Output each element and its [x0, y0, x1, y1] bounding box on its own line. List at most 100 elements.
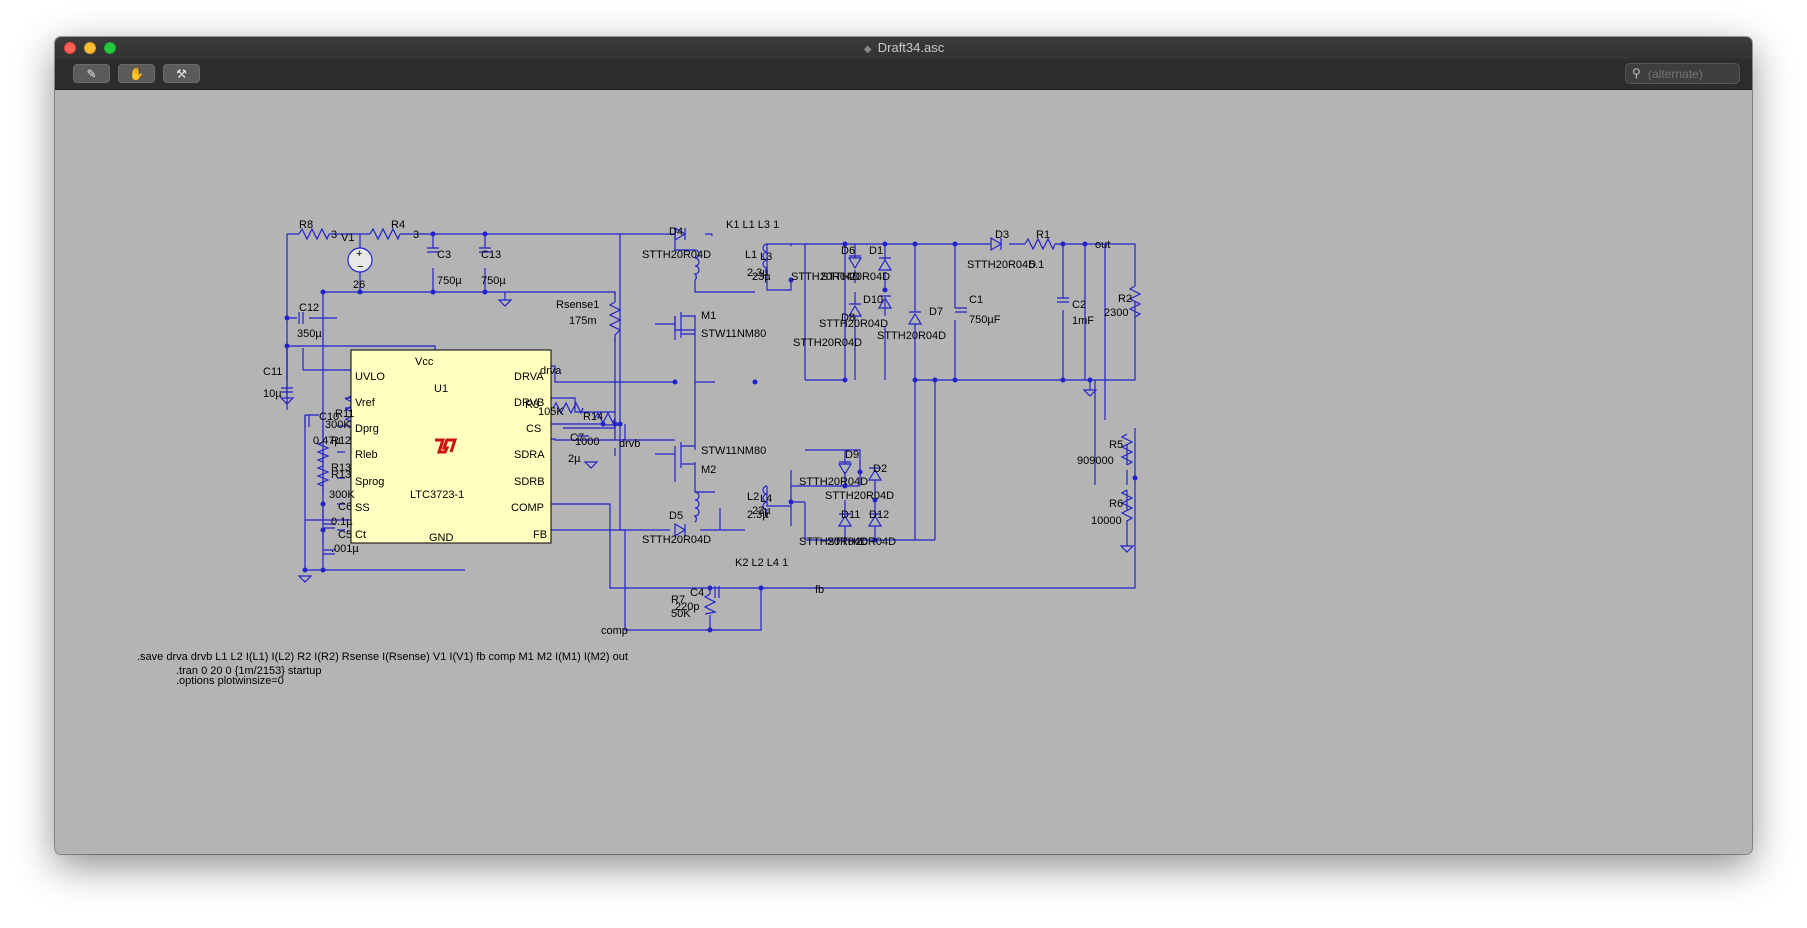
ref-r12: R12	[331, 435, 351, 447]
component-labels: R8 3 R4 3 V1 26 C3 750µ C13 750µ C12 350…	[263, 219, 1132, 620]
ic-pin-label: Dprg	[355, 423, 379, 435]
ic-u1[interactable]: Vcc UVLO DRVA DRVB Vref Dprg CS Rleb SDR…	[350, 349, 552, 544]
ref-c2: C2	[1072, 299, 1086, 311]
ref-c11: C11	[263, 366, 282, 378]
hammer-button[interactable]: ⚒	[163, 64, 200, 83]
val-r4: 3	[413, 229, 419, 241]
ic-pin-label: SS	[355, 502, 370, 514]
ref-d3: D3	[995, 229, 1009, 241]
val-r3: 105K	[538, 406, 564, 418]
val-r1: 5.1	[1029, 259, 1044, 271]
close-window-button[interactable]	[64, 42, 76, 54]
spice-directives[interactable]: .save drva drvb L1 L2 I(L1) I(L2) R2 I(R…	[137, 651, 628, 687]
ref-r5: R5	[1109, 439, 1123, 451]
val-l2: 2.3µ	[747, 509, 769, 521]
ground-symbols	[279, 299, 1135, 583]
coupling-k2: K2 L2 L4 1	[735, 557, 788, 569]
ref-r14: R14	[583, 411, 603, 423]
directive-save[interactable]: .save drva drvb L1 L2 I(L1) I(L2) R2 I(R…	[137, 651, 628, 663]
ref-l1: L1	[745, 249, 757, 261]
ref-c5: C5	[338, 529, 352, 541]
net-comp: comp	[601, 625, 628, 637]
inductor-symbols	[693, 243, 769, 523]
ref-d5: D5	[669, 510, 683, 522]
ref-d9: D9	[845, 449, 859, 461]
ref-c1: C1	[969, 294, 983, 306]
ref-r4: R4	[391, 219, 405, 231]
ref-d4: D4	[669, 226, 683, 238]
val-c13: 750µ	[481, 275, 506, 287]
ic-pin-label: Vcc	[415, 356, 434, 368]
ic-part: LTC3723-1	[410, 489, 464, 501]
val-v1: 26	[353, 279, 365, 291]
schematic-svg[interactable]: + − Vcc UVLO DRVA DRVB Vref	[55, 90, 1752, 854]
search-box[interactable]: ⚲	[1625, 63, 1740, 84]
search-icon: ⚲	[1632, 66, 1641, 80]
ref-r1: R1	[1036, 229, 1050, 241]
mosfet-symbols	[655, 312, 695, 468]
val-d12: STTH20R04D	[827, 536, 896, 548]
val-c11: 10µ	[263, 388, 282, 400]
ic-pin-label: SDRA	[514, 449, 545, 461]
val-r2: 2300	[1104, 307, 1128, 319]
net-labels: drva drvb out fb comp	[540, 239, 1110, 637]
val-r5: 909000	[1077, 455, 1114, 467]
wand-button[interactable]: ✎	[73, 64, 110, 83]
ref-m1: M1	[701, 310, 716, 322]
val-l1: 2.3µ	[747, 267, 769, 279]
wand-icon: ✎	[86, 66, 97, 81]
minimize-window-button[interactable]	[84, 42, 96, 54]
directive-tran[interactable]: .tran 0 20 0 {1m/2153} startup	[176, 665, 322, 677]
window-title: ◆Draft34.asc	[863, 40, 945, 55]
ic-pin-label: Rleb	[355, 449, 378, 461]
resistor-symbols	[298, 227, 1142, 615]
ref-rsense1: Rsense1	[556, 299, 599, 311]
val-d3: STTH20R04D	[967, 259, 1036, 271]
ic-ref: U1	[434, 383, 448, 395]
app-window: ◆Draft34.asc ✎ ✋ ⚒ ⚲	[55, 37, 1752, 854]
ref-r8: R8	[299, 219, 313, 231]
ref-c4: C4	[690, 587, 704, 599]
ref-l3: L3	[760, 251, 772, 263]
ref-d11: D11	[841, 509, 860, 521]
zoom-window-button[interactable]	[104, 42, 116, 54]
directive-options[interactable]: .options plotwinsize=0	[176, 675, 284, 687]
ic-pin-label: FB	[533, 529, 547, 541]
title-bar: ◆Draft34.asc	[55, 37, 1752, 60]
schematic-canvas[interactable]: + − Vcc UVLO DRVA DRVB Vref	[55, 90, 1752, 854]
ic-pin-label: DRVA	[514, 371, 544, 383]
val-d8: STTH20R04D	[793, 337, 862, 349]
search-input[interactable]	[1648, 65, 1736, 82]
ref-v1: V1	[341, 232, 354, 244]
val-d7: STTH20R04D	[877, 330, 946, 342]
ref-r7: R7	[671, 594, 685, 606]
val-d9: STTH20R04D	[799, 476, 868, 488]
val-d2: STTH20R04D	[825, 490, 894, 502]
toolbar: ✎ ✋ ⚒ ⚲	[55, 59, 1752, 90]
val-c4: 220p	[675, 601, 699, 613]
coupling-labels: K1 L1 L3 1 K2 L2 L4 1	[726, 219, 788, 569]
v1-source: + −	[347, 247, 373, 273]
val-c5: .001µ	[331, 543, 359, 555]
ic-pin-label: Sprog	[355, 476, 384, 488]
ic-pin-label: UVLO	[355, 371, 385, 383]
hand-button[interactable]: ✋	[118, 64, 155, 83]
ic-pin-label: COMP	[511, 502, 544, 514]
ic-pin-label: Ct	[355, 529, 366, 541]
val-l4: 23µ	[752, 505, 771, 517]
document-icon: ◆	[863, 44, 872, 55]
hand-icon: ✋	[129, 66, 144, 81]
ref-d8: D8	[841, 312, 855, 324]
ic-pin-label: CS	[526, 423, 541, 435]
ref-d2: D2	[873, 463, 887, 475]
lt-logo	[435, 438, 458, 454]
val-m1: STW11NM80	[701, 328, 766, 340]
net-drvb: drvb	[619, 438, 640, 450]
ref-c12: C12	[299, 302, 319, 314]
ref-d1: D1	[869, 245, 883, 257]
diode-symbols	[674, 226, 1003, 538]
ref-c7: C7	[570, 432, 584, 444]
ref-r11: R11	[335, 408, 354, 420]
ref-d6: D6	[841, 245, 855, 257]
ref-r3: R3	[525, 399, 539, 411]
